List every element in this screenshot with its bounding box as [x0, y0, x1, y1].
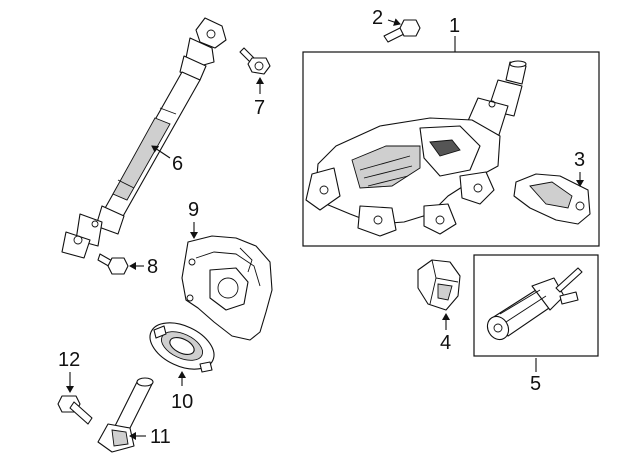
- callout-3: 3: [574, 149, 586, 171]
- intermediate-shaft: [61, 17, 227, 259]
- bolt-part-2: [383, 19, 421, 43]
- callout-9: 9: [188, 199, 200, 221]
- callout-8: 8: [147, 256, 159, 278]
- callout-11: 11: [150, 426, 171, 448]
- callout-4: 4: [440, 332, 452, 354]
- bolt-part-8: [97, 253, 129, 275]
- bracket-part-3: [513, 173, 591, 225]
- callout-12: 12: [58, 349, 81, 371]
- block-part-4: [417, 259, 461, 311]
- bolt-part-7: [239, 47, 271, 75]
- leader-lines: [66, 18, 584, 440]
- leader-2: [387, 18, 401, 26]
- steering-column-part-1: [305, 60, 527, 237]
- bracket-part-9: [181, 235, 273, 341]
- leader-6: [151, 145, 171, 159]
- callout-5: 5: [530, 373, 542, 395]
- column-assembly-frame: [302, 51, 600, 247]
- callout-1: 1: [449, 15, 461, 37]
- lower-shaft-part-11: [97, 377, 154, 453]
- bolt-part-12: [57, 395, 93, 425]
- callout-6: 6: [172, 153, 184, 175]
- callout-2: 2: [372, 7, 384, 29]
- callout-7: 7: [254, 97, 266, 119]
- motor-part-5: [486, 267, 583, 341]
- ring-part-10: [149, 322, 215, 373]
- motor-frame: [473, 254, 599, 357]
- callout-10: 10: [171, 391, 194, 413]
